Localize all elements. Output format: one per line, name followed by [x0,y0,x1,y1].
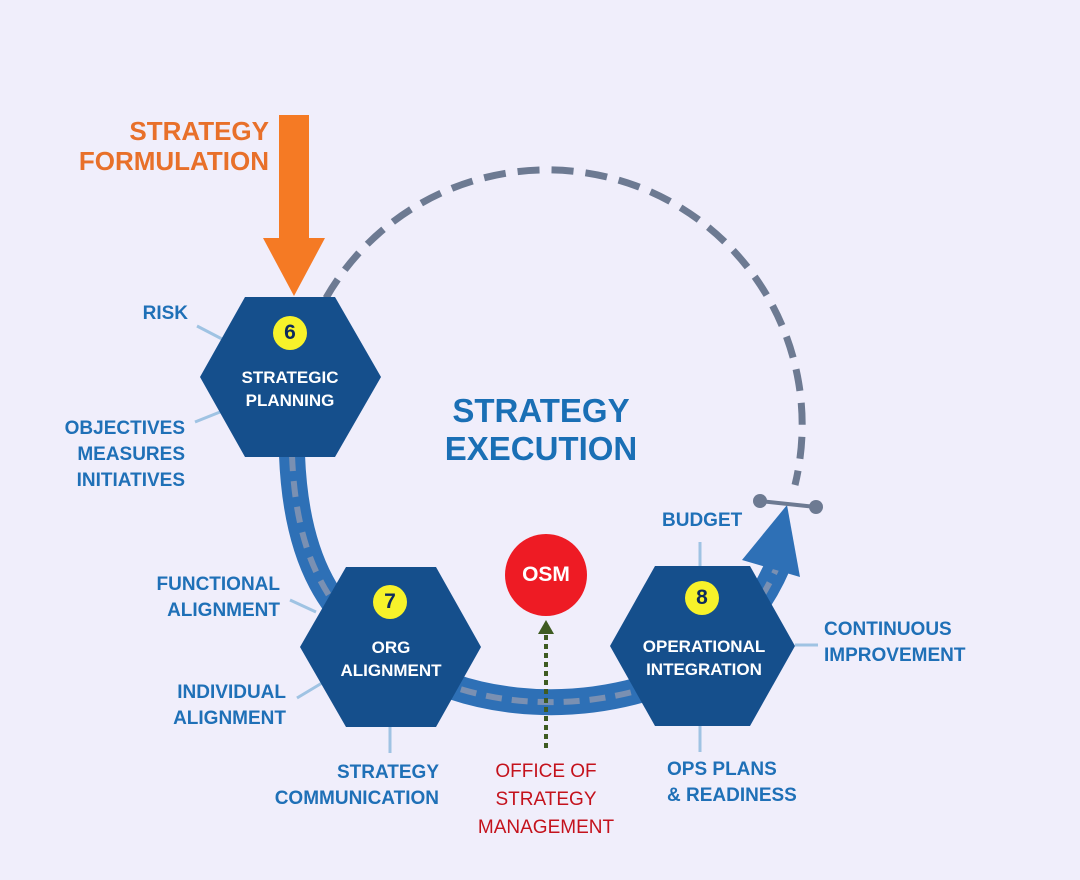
stage-7-title: ORG ALIGNMENT [311,636,471,682]
stage-7-number-badge: 7 [373,585,407,619]
hexagon-operational-integration[interactable] [610,566,795,726]
stage-8-title-line2: INTEGRATION [646,660,762,679]
center-title-line2: EXECUTION [444,430,638,467]
formulation-line1: STRATEGY [129,116,269,146]
functional-alignment-line1: FUNCTIONAL [156,574,280,595]
objectives-line: OBJECTIVES [64,418,185,439]
osm-label-line3: MANAGEMENT [477,817,615,838]
initiatives-line: INITIATIVES [76,470,185,491]
ops-plans-readiness-label: OPS PLANS & READINESS [667,757,797,809]
continuous-improvement-line1: CONTINUOUS [824,619,952,640]
ops-plans-line2: & READINESS [667,785,797,806]
ops-plans-line1: OPS PLANS [667,759,777,780]
budget-label: BUDGET [662,510,743,531]
strategy-communication-line2: COMMUNICATION [274,788,439,809]
stage-7-title-line2: ALIGNMENT [340,661,442,680]
center-title-line1: STRATEGY [452,392,630,429]
osm-badge[interactable]: OSM [505,534,587,616]
osm-pointer [538,620,554,748]
strategy-formulation-label: STRATEGY FORMULATION [79,116,269,176]
execution-arrowhead [742,505,800,577]
hexagon-strategic-planning[interactable] [200,297,381,457]
hexagon-org-alignment[interactable] [300,567,481,727]
measures-line: MEASURES [77,444,185,465]
office-of-strategy-management-label: OFFICE OF STRATEGY MANAGEMENT [466,758,626,842]
risk-label: RISK [142,303,188,324]
stage-6-title-line1: STRATEGIC [241,368,339,387]
cycle-marker-icon [753,494,823,514]
stage-8-title: OPERATIONAL INTEGRATION [620,635,788,681]
cycle-dashed-arc [322,166,806,486]
individual-alignment-label: INDIVIDUAL ALIGNMENT [173,680,286,732]
individual-alignment-line1: INDIVIDUAL [177,682,286,703]
stage-7-title-line1: ORG [371,638,411,657]
strategy-communication-line1: STRATEGY [336,762,439,783]
continuous-improvement-label: CONTINUOUS IMPROVEMENT [824,617,965,669]
strategy-execution-title: STRATEGY EXECUTION [400,392,682,468]
osm-label-line2: STRATEGY [495,789,597,810]
stage-8-number-badge: 8 [685,581,719,615]
functional-alignment-label: FUNCTIONAL ALIGNMENT [157,572,280,624]
stage-8-title-line1: OPERATIONAL [642,637,766,656]
osm-label-line1: OFFICE OF [495,761,597,782]
stage-6-number-badge: 6 [273,316,307,350]
stage-6-title: STRATEGIC PLANNING [210,366,370,412]
formulation-line2: FORMULATION [78,146,269,176]
continuous-improvement-line2: IMPROVEMENT [824,645,966,666]
stage-6-title-line2: PLANNING [245,391,335,410]
individual-alignment-line2: ALIGNMENT [173,708,286,729]
functional-alignment-line2: ALIGNMENT [167,600,280,621]
connector-lines [194,324,818,753]
formulation-arrow [263,115,325,296]
objectives-measures-initiatives-label: OBJECTIVES MEASURES INITIATIVES [65,416,185,494]
strategy-communication-label: STRATEGY COMMUNICATION [275,760,439,812]
